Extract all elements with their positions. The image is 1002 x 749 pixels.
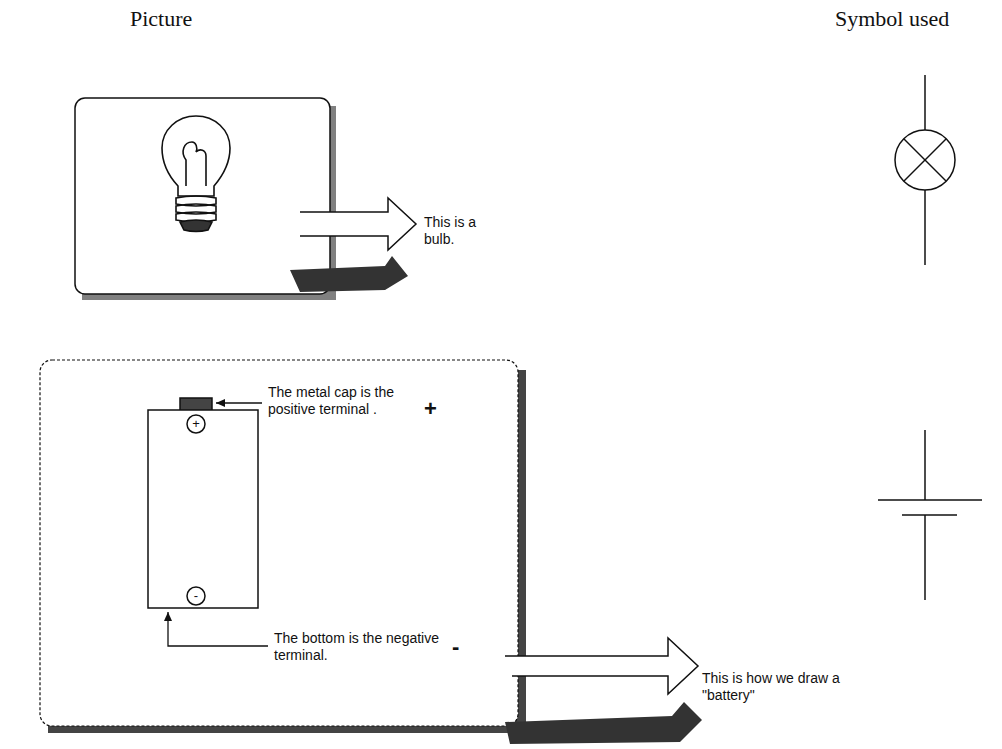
terminal-sign: -	[187, 587, 205, 605]
pointer-arrow	[290, 198, 416, 292]
cell-picture	[148, 398, 258, 608]
terminal-sign: +	[187, 415, 205, 433]
bulb-picture	[162, 116, 230, 232]
terminal-sign: +	[424, 396, 437, 422]
column-heading: Picture	[130, 6, 192, 32]
callout-text: This is how we draw a "battery"	[702, 670, 842, 704]
pointer-arrow	[505, 638, 702, 744]
terminal-sign: -	[452, 634, 459, 660]
callout-text: The metal cap is the positive terminal .	[268, 384, 418, 418]
callout-text: This is a bulb.	[424, 214, 504, 248]
bulb-panel	[75, 98, 336, 300]
cell-symbol	[878, 430, 982, 600]
column-heading: Symbol used	[835, 6, 949, 32]
lamp-symbol	[895, 75, 955, 265]
battery-panel	[40, 360, 526, 733]
leader-line	[168, 403, 268, 646]
callout-text: The bottom is the negative terminal.	[274, 630, 444, 664]
